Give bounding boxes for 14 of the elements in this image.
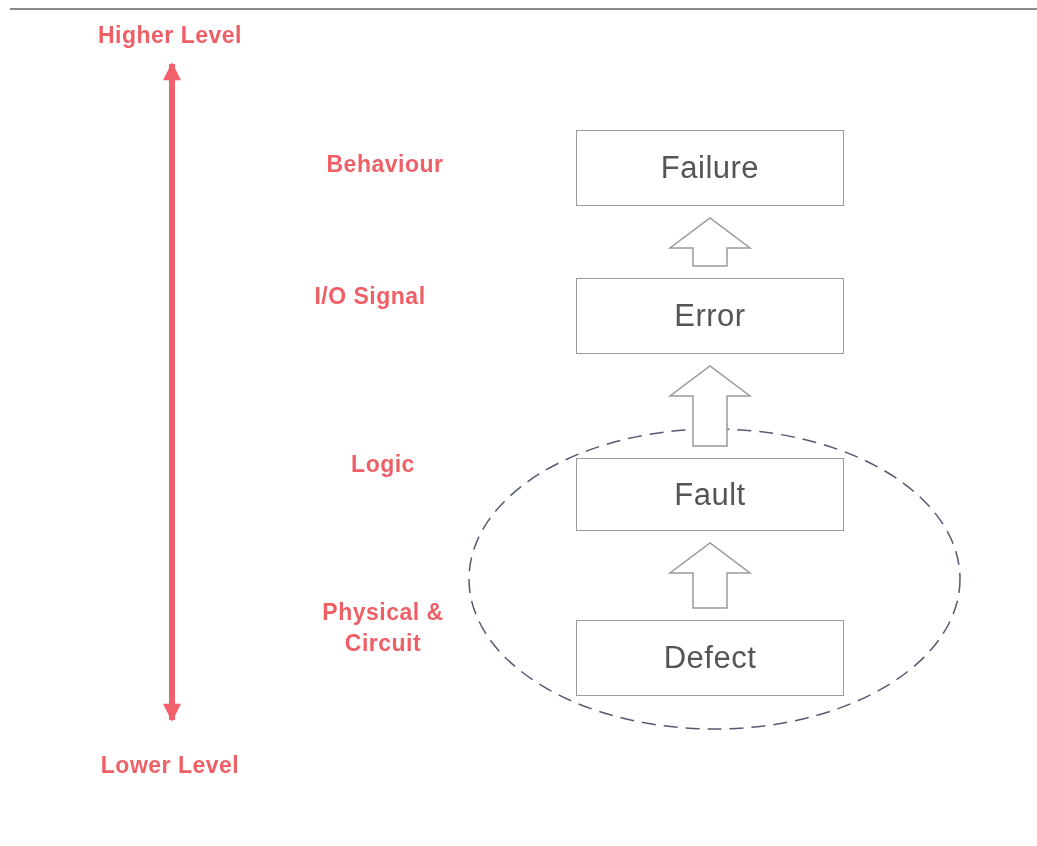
level-label: Logic: [350, 450, 416, 479]
level-label: Higher Level: [96, 21, 243, 50]
dashed-ellipse: [468, 428, 961, 730]
level-label: Lower Level: [99, 751, 241, 780]
level-box: Failure: [576, 130, 844, 206]
level-label: Behaviour: [325, 150, 445, 179]
block-arrow: [667, 542, 753, 609]
block-arrow: [667, 365, 753, 447]
level-box: Defect: [576, 620, 844, 696]
level-label: Physical & Circuit: [321, 598, 445, 658]
level-box: Fault: [576, 458, 844, 531]
block-arrow: [667, 217, 753, 267]
level-label: I/O Signal: [313, 282, 427, 311]
level-box: Error: [576, 278, 844, 354]
